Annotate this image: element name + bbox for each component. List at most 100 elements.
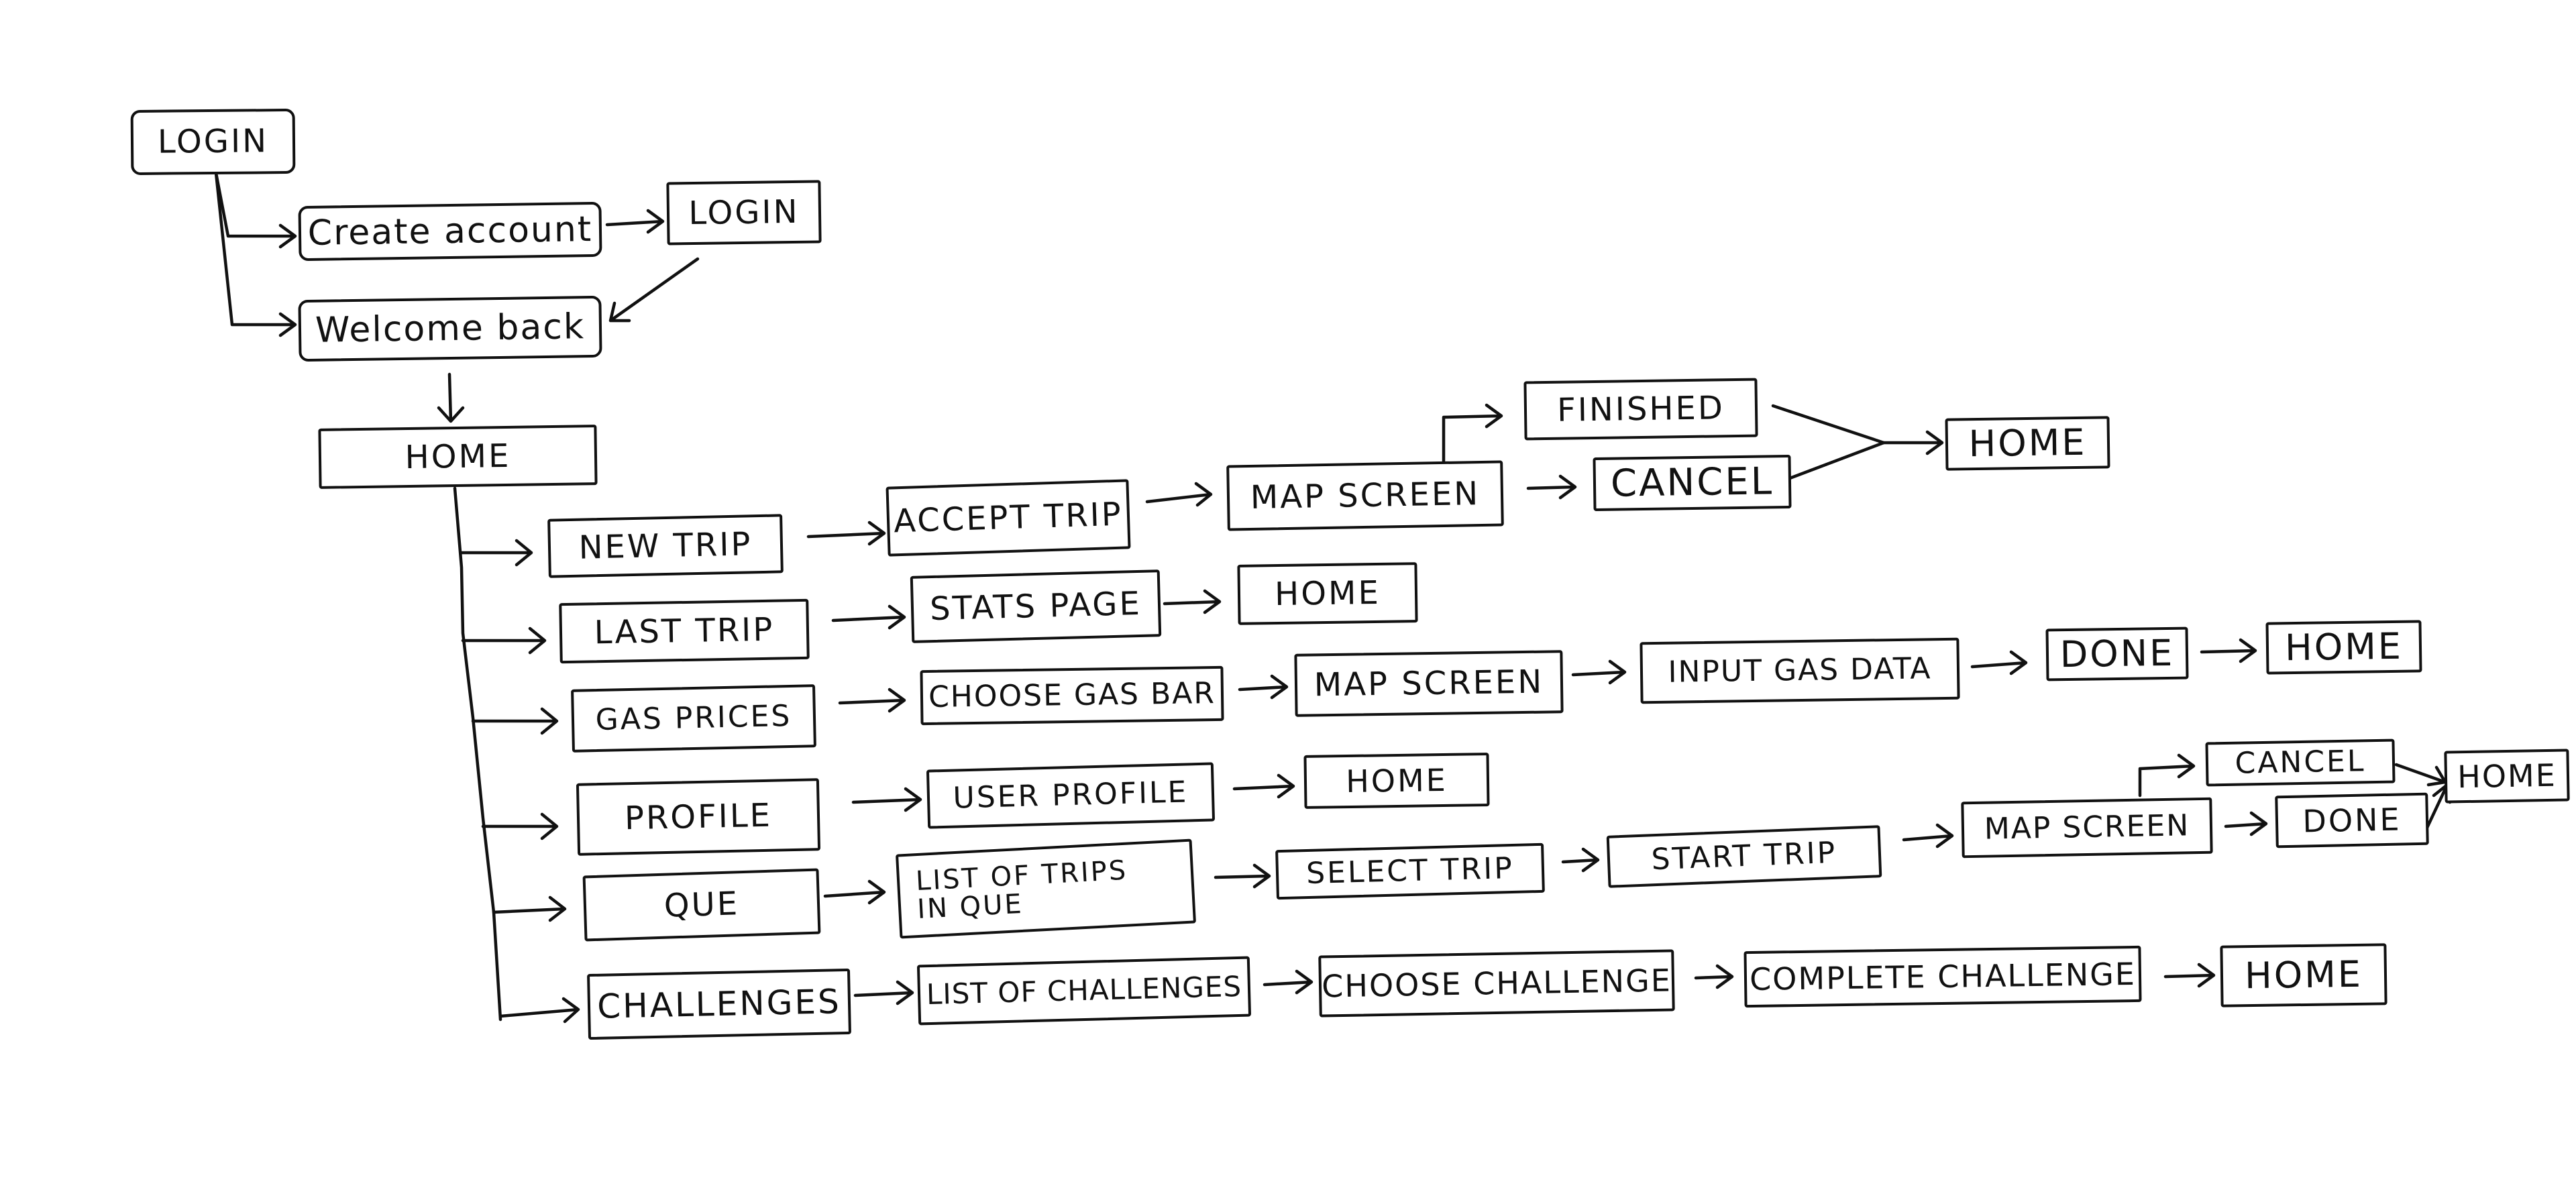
- arrow-list-of-trips-to-select-trip: [1214, 863, 1271, 889]
- node-welcome-back: Welcome back: [298, 295, 602, 362]
- node-last-trip: LAST TRIP: [559, 598, 810, 664]
- node-label: Welcome back: [315, 306, 586, 351]
- node-label: LOGIN: [157, 122, 269, 162]
- node-cancel-trip: CANCEL: [1593, 454, 1792, 512]
- node-home-after-challenge: HOME: [2220, 943, 2387, 1007]
- node-label: HOME: [1968, 421, 2087, 465]
- node-gas-prices: GAS PRICES: [571, 684, 816, 753]
- node-home-after-que: HOME: [2444, 749, 2570, 804]
- node-label: CHALLENGES: [596, 981, 842, 1026]
- node-label: ACCEPT TRIP: [893, 495, 1124, 541]
- node-complete-challenge: COMPLETE CHALLENGE: [1743, 945, 2142, 1008]
- node-map-screen-que: MAP SCREEN: [1961, 797, 2213, 859]
- node-label: HOME: [1345, 761, 1448, 800]
- node-label: HOME: [2284, 624, 2404, 669]
- arrow-stats-page-to-home: [1163, 589, 1222, 614]
- arrow-done-to-home: [2200, 638, 2257, 663]
- node-login-after-create: LOGIN: [666, 180, 822, 245]
- arrow-new-trip-to-accept-trip: [806, 521, 886, 546]
- arrow-que-to-list-of-trips: [823, 879, 886, 905]
- node-label: INPUT GAS DATA: [1668, 651, 1932, 690]
- node-label: SELECT TRIP: [1305, 851, 1515, 891]
- node-label: NEW TRIP: [578, 525, 753, 567]
- arrow-finished-to-home: [1771, 404, 1886, 445]
- arrow-home-to-last-trip: [461, 626, 547, 655]
- arrow-login-to-welcome-back-return: [608, 257, 700, 323]
- node-map-screen-gas: MAP SCREEN: [1294, 650, 1564, 717]
- node-list-of-trips-in-que: LIST OF TRIPS IN QUE: [896, 838, 1196, 939]
- node-profile: PROFILE: [576, 778, 821, 856]
- node-map-screen-trip: MAP SCREEN: [1226, 460, 1504, 531]
- node-start-trip: START TRIP: [1606, 825, 1882, 888]
- node-home-after-gas: HOME: [2265, 620, 2422, 675]
- node-done-que: DONE: [2275, 792, 2429, 849]
- node-label: DONE: [2302, 801, 2402, 840]
- arrow-create-account-to-login: [605, 209, 665, 234]
- arrow-complete-challenge-to-home: [2163, 963, 2216, 988]
- node-label: QUE: [663, 885, 740, 925]
- node-list-of-challenges: LIST OF CHALLENGES: [916, 956, 1252, 1026]
- arrow-home-to-profile: [481, 812, 559, 840]
- node-create-account: Create account: [298, 201, 602, 262]
- node-label: MAP SCREEN: [1984, 808, 2190, 846]
- node-choose-gas-bar: CHOOSE GAS BAR: [920, 665, 1224, 726]
- arrow-start-trip-to-map-screen: [1902, 823, 1954, 849]
- node-input-gas-data: INPUT GAS DATA: [1640, 637, 1960, 704]
- node-label: LIST OF CHALLENGES: [926, 969, 1242, 1011]
- node-home-after-trip: HOME: [1945, 416, 2110, 471]
- node-label: USER PROFILE: [952, 775, 1189, 816]
- arrow-cancel-que-to-home: [2394, 763, 2447, 787]
- node-label: HOME: [2457, 757, 2557, 796]
- node-label: MAP SCREEN: [1250, 474, 1481, 516]
- node-home-after-profile: HOME: [1303, 753, 1490, 809]
- node-label: CHOOSE GAS BAR: [928, 675, 1216, 714]
- node-label: START TRIP: [1650, 835, 1838, 877]
- arrow-choose-challenge-to-complete-challenge: [1694, 964, 1734, 989]
- node-select-trip: SELECT TRIP: [1275, 842, 1545, 900]
- node-label: FINISHED: [1556, 389, 1725, 429]
- node-label: CHOOSE CHALLENGE: [1321, 962, 1672, 1005]
- arrow-welcome-back-to-home: [437, 372, 465, 423]
- node-home-after-stats: HOME: [1237, 562, 1418, 625]
- arrow-map-screen-to-cancel-que: [2138, 753, 2196, 798]
- arrow-home-to-challenges: [498, 997, 580, 1024]
- arrow-home-to-gas-prices: [471, 707, 559, 735]
- node-label: MAP SCREEN: [1313, 663, 1544, 704]
- arrow-accept-trip-to-map-screen: [1145, 482, 1213, 507]
- node-label: COMPLETE CHALLENGE: [1749, 955, 2137, 997]
- arrow-home-to-que: [492, 895, 567, 922]
- node-label: CANCEL: [1610, 459, 1774, 506]
- node-label: HOME: [1274, 573, 1381, 613]
- arrow-choose-gas-bar-to-map-screen: [1238, 674, 1289, 700]
- node-label: LAST TRIP: [594, 610, 775, 652]
- arrow-input-gas-data-to-done: [1970, 650, 2028, 675]
- node-label: HOME: [2244, 952, 2363, 997]
- node-choose-challenge: CHOOSE CHALLENGE: [1318, 949, 1675, 1018]
- arrow-last-trip-to-stats-page: [831, 604, 906, 630]
- arrow-map-screen-to-done-que: [2224, 811, 2268, 836]
- arrow-challenges-to-list-of-challenges: [853, 980, 914, 1005]
- arrow-user-profile-to-home: [1232, 773, 1295, 799]
- arrow-login-to-create-account: [214, 171, 297, 249]
- node-cancel-que: CANCEL: [2205, 738, 2396, 787]
- arrow-list-of-challenges-to-choose-challenge: [1263, 969, 1313, 995]
- node-login: LOGIN: [130, 108, 296, 176]
- node-home: HOME: [318, 425, 598, 489]
- trunk-home-branches: [453, 486, 502, 1022]
- node-done-gas: DONE: [2045, 626, 2189, 681]
- node-accept-trip: ACCEPT TRIP: [885, 479, 1131, 557]
- node-label: Create account: [307, 209, 593, 254]
- arrow-merge-to-home: [1882, 430, 1944, 455]
- arrow-map-screen-to-input-gas-data: [1571, 659, 1627, 685]
- arrow-map-screen-to-finished: [1442, 403, 1503, 468]
- node-label: GAS PRICES: [595, 698, 792, 737]
- node-finished: FINISHED: [1523, 378, 1758, 441]
- arrow-select-trip-to-start-trip: [1561, 847, 1600, 873]
- node-label: CANCEL: [2235, 744, 2366, 781]
- arrow-login-to-welcome-back: [214, 171, 297, 337]
- node-label: STATS PAGE: [929, 584, 1142, 628]
- node-challenges: CHALLENGES: [587, 968, 851, 1040]
- arrow-gas-prices-to-choose-gas-bar: [838, 688, 906, 713]
